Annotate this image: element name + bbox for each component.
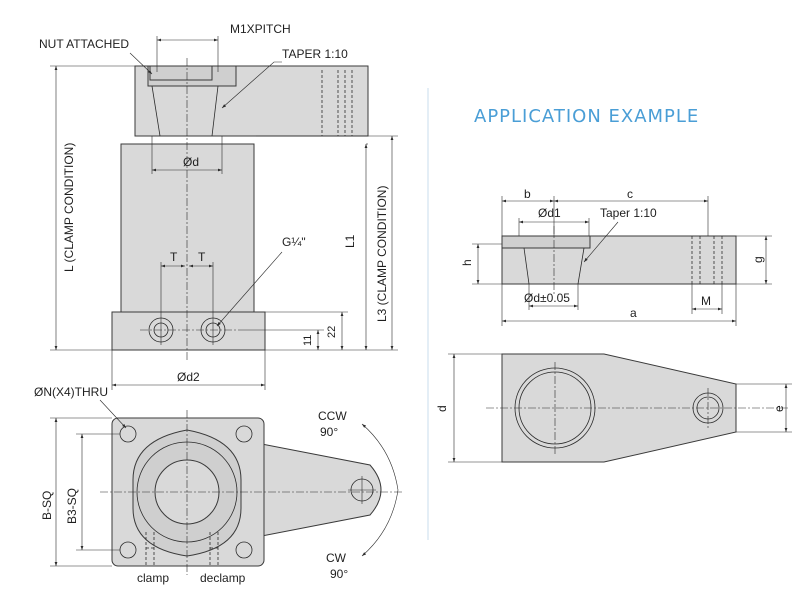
dim-c: c: [627, 187, 633, 201]
label-ccw-angle: 90°: [320, 425, 338, 439]
dim-g: g: [751, 256, 765, 263]
label-port-g: G¼": [282, 235, 306, 249]
dim-b: b: [524, 187, 531, 201]
label-cw-angle: 90°: [330, 567, 348, 581]
label-cw: CW: [326, 551, 347, 565]
label-app-taper: Taper 1:10: [600, 206, 657, 220]
application-top-view: d e: [435, 353, 792, 463]
base-flange: [111, 311, 266, 351]
dim-l3: L3 (CLAMP CONDITION): [375, 186, 389, 322]
label-declamp: declamp: [200, 571, 246, 585]
dim-m1-pitch: M1XPITCH: [230, 22, 291, 36]
dim-e: e: [772, 405, 786, 412]
application-side-view: b c Ød1 Taper 1:10 h g Ød±0.05 M: [460, 187, 772, 326]
section-title: APPLICATION EXAMPLE: [474, 106, 699, 127]
dim-h: h: [460, 259, 474, 266]
label-holes: ØN(X4)THRU: [34, 385, 108, 399]
front-view: T T M1XPITCH NUT ATTACHED TAPER 1:10 Ød …: [39, 22, 398, 390]
dim-b3-sq: B3-SQ: [65, 488, 79, 524]
label-ccw: CCW: [318, 409, 347, 423]
dim-22: 22: [326, 326, 338, 338]
dim-a: a: [630, 306, 637, 320]
dim-phi-d-tol: Ød±0.05: [524, 291, 570, 305]
top-view: ØN(X4)THRU B-SQ B3-SQ CCW 90° CW 90° cla…: [34, 385, 402, 585]
dim-l1: L1: [343, 234, 357, 248]
taper-bore: [151, 85, 219, 137]
label-taper: TAPER 1:10: [282, 47, 348, 61]
label-nut-attached: NUT ATTACHED: [39, 37, 129, 51]
dim-t2: T: [198, 250, 206, 264]
cylinder-body: [120, 143, 255, 313]
mount-hole: [235, 425, 253, 443]
mount-hole: [235, 541, 253, 559]
dim-11: 11: [302, 335, 314, 346]
dim-m: M: [701, 294, 711, 308]
dim-d: d: [435, 405, 449, 412]
dim-l: L (CLAMP CONDITION): [62, 143, 76, 272]
label-clamp: clamp: [137, 571, 169, 585]
dim-phi-d: Ød: [183, 155, 199, 169]
dim-phi-d1: Ød1: [538, 206, 561, 220]
dim-t1: T: [170, 250, 178, 264]
dim-b-sq: B-SQ: [40, 491, 54, 520]
dim-phi-d2: Ød2: [177, 370, 200, 384]
